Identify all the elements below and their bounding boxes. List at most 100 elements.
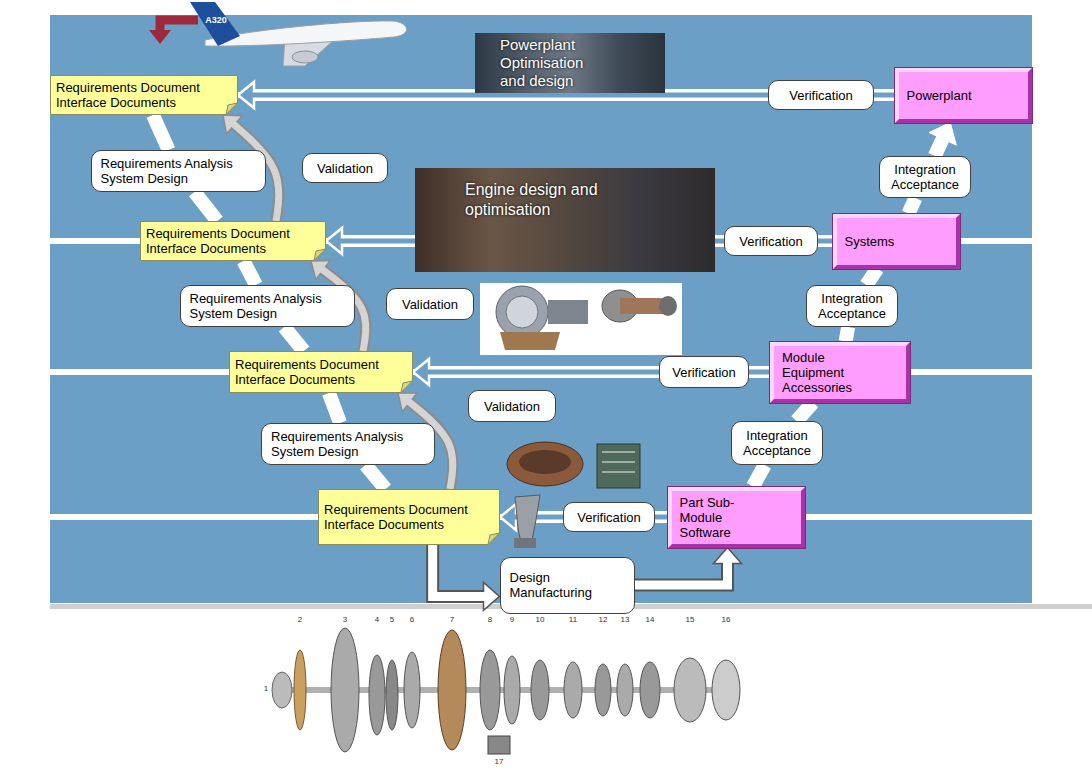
connector — [908, 198, 915, 214]
arrow-head — [929, 123, 956, 146]
engine-pictures — [480, 283, 682, 355]
aircraft-engine — [292, 51, 318, 63]
node-text: Verification — [789, 88, 853, 103]
node-text: Validation — [402, 297, 458, 312]
node-text: Integration Acceptance — [741, 428, 813, 458]
connector-line — [866, 269, 877, 286]
node-text: Requirements Analysis System Design — [271, 429, 421, 459]
node-text: Part Sub-Module Software — [680, 495, 760, 540]
product-box: Powerplant — [895, 68, 1032, 123]
connector — [284, 327, 304, 351]
connector — [635, 548, 742, 586]
process-box: Integration Acceptance — [731, 421, 823, 465]
connector-line — [425, 370, 659, 375]
callout-number: 9 — [510, 616, 514, 624]
connector — [195, 192, 218, 221]
engine-stand — [500, 332, 560, 350]
note-fold — [401, 381, 413, 393]
engine-part — [504, 656, 520, 724]
callout-number: 10 — [536, 616, 545, 624]
process-box: Requirements Analysis System Design — [261, 423, 435, 465]
callout-number: 2 — [298, 616, 302, 624]
engine-front — [496, 286, 548, 338]
node-text: Requirements Document Interface Document… — [324, 502, 484, 532]
callout-number: 4 — [375, 616, 379, 624]
engine-part — [674, 658, 706, 722]
node-text: Requirements Document Interface Document… — [235, 357, 395, 387]
connector-line — [243, 261, 256, 285]
engine-part — [640, 662, 660, 718]
callout-number: 17 — [495, 758, 504, 766]
requirements-note: Requirements Document Interface Document… — [229, 351, 413, 393]
node-text: Module Equipment Accessories — [782, 350, 862, 395]
requirements-note: Requirements Document Interface Document… — [50, 75, 238, 115]
callout-number: 7 — [450, 616, 454, 624]
connector — [874, 95, 895, 96]
connector-line — [874, 89, 895, 101]
note-body — [319, 490, 500, 545]
note-body — [230, 352, 413, 393]
engine-part — [480, 650, 500, 730]
note-body — [51, 76, 238, 115]
connector — [797, 403, 813, 422]
callout-number: 15 — [686, 616, 695, 624]
node-text: Powerplant Optimisation and design — [500, 36, 600, 90]
control-unit-detail — [602, 452, 635, 472]
connector-line — [753, 465, 765, 487]
callout-number: 16 — [722, 616, 731, 624]
connector-line — [433, 545, 484, 596]
connector — [243, 261, 256, 285]
connector-line — [908, 198, 915, 214]
engine-part — [369, 655, 385, 735]
connector-line — [433, 545, 488, 596]
callout-number: 12 — [599, 616, 608, 624]
process-box: Verification — [768, 80, 874, 110]
connector-line — [818, 235, 833, 247]
engine-part — [488, 736, 510, 754]
connector — [329, 393, 340, 423]
connector — [846, 327, 849, 342]
engine-part — [438, 630, 466, 750]
casing-ring — [507, 442, 583, 486]
exploded-engine — [272, 628, 740, 754]
requirements-note: Requirements Document Interface Document… — [140, 221, 326, 261]
connector — [655, 517, 668, 518]
callout-number: 1 — [264, 685, 268, 693]
process-box: Requirements Analysis System Design — [91, 150, 266, 192]
connector-line — [749, 366, 770, 378]
node-text: Design Manufacturing — [510, 570, 610, 600]
blade-root — [514, 538, 536, 548]
connector-line — [797, 403, 813, 422]
engine-core — [548, 300, 588, 324]
engine-part — [294, 650, 306, 730]
engine-part — [531, 660, 549, 720]
connector-line — [935, 139, 943, 156]
connector-line — [329, 393, 340, 423]
photo-panel: Powerplant Optimisation and design — [475, 33, 665, 93]
connector — [753, 465, 765, 487]
connector — [153, 115, 169, 150]
engine-part — [564, 662, 582, 718]
connector-line — [635, 560, 728, 586]
connector — [929, 123, 956, 157]
connector-line — [250, 93, 768, 98]
note-fold — [488, 533, 500, 545]
part-pictures — [507, 442, 640, 548]
product-box: Systems — [833, 214, 960, 269]
connector — [749, 372, 770, 373]
photo-panel: Engine design and optimisation — [415, 168, 715, 272]
aircraft-marking: A320 — [205, 16, 227, 25]
node-text: Integration Acceptance — [816, 291, 888, 321]
process-box: Verification — [563, 502, 655, 532]
node-text: Requirements Document Interface Document… — [56, 80, 216, 110]
product-box: Module Equipment Accessories — [770, 342, 910, 403]
connector-line — [284, 327, 304, 351]
process-box: Integration Acceptance — [806, 285, 898, 327]
engine-part — [404, 652, 420, 728]
engine-part — [712, 660, 740, 720]
connector-line — [366, 465, 386, 489]
note-fold — [226, 103, 238, 115]
engine-part — [595, 664, 611, 716]
process-box: Validation — [468, 390, 556, 422]
process-box: Requirements Analysis System Design — [180, 285, 355, 327]
